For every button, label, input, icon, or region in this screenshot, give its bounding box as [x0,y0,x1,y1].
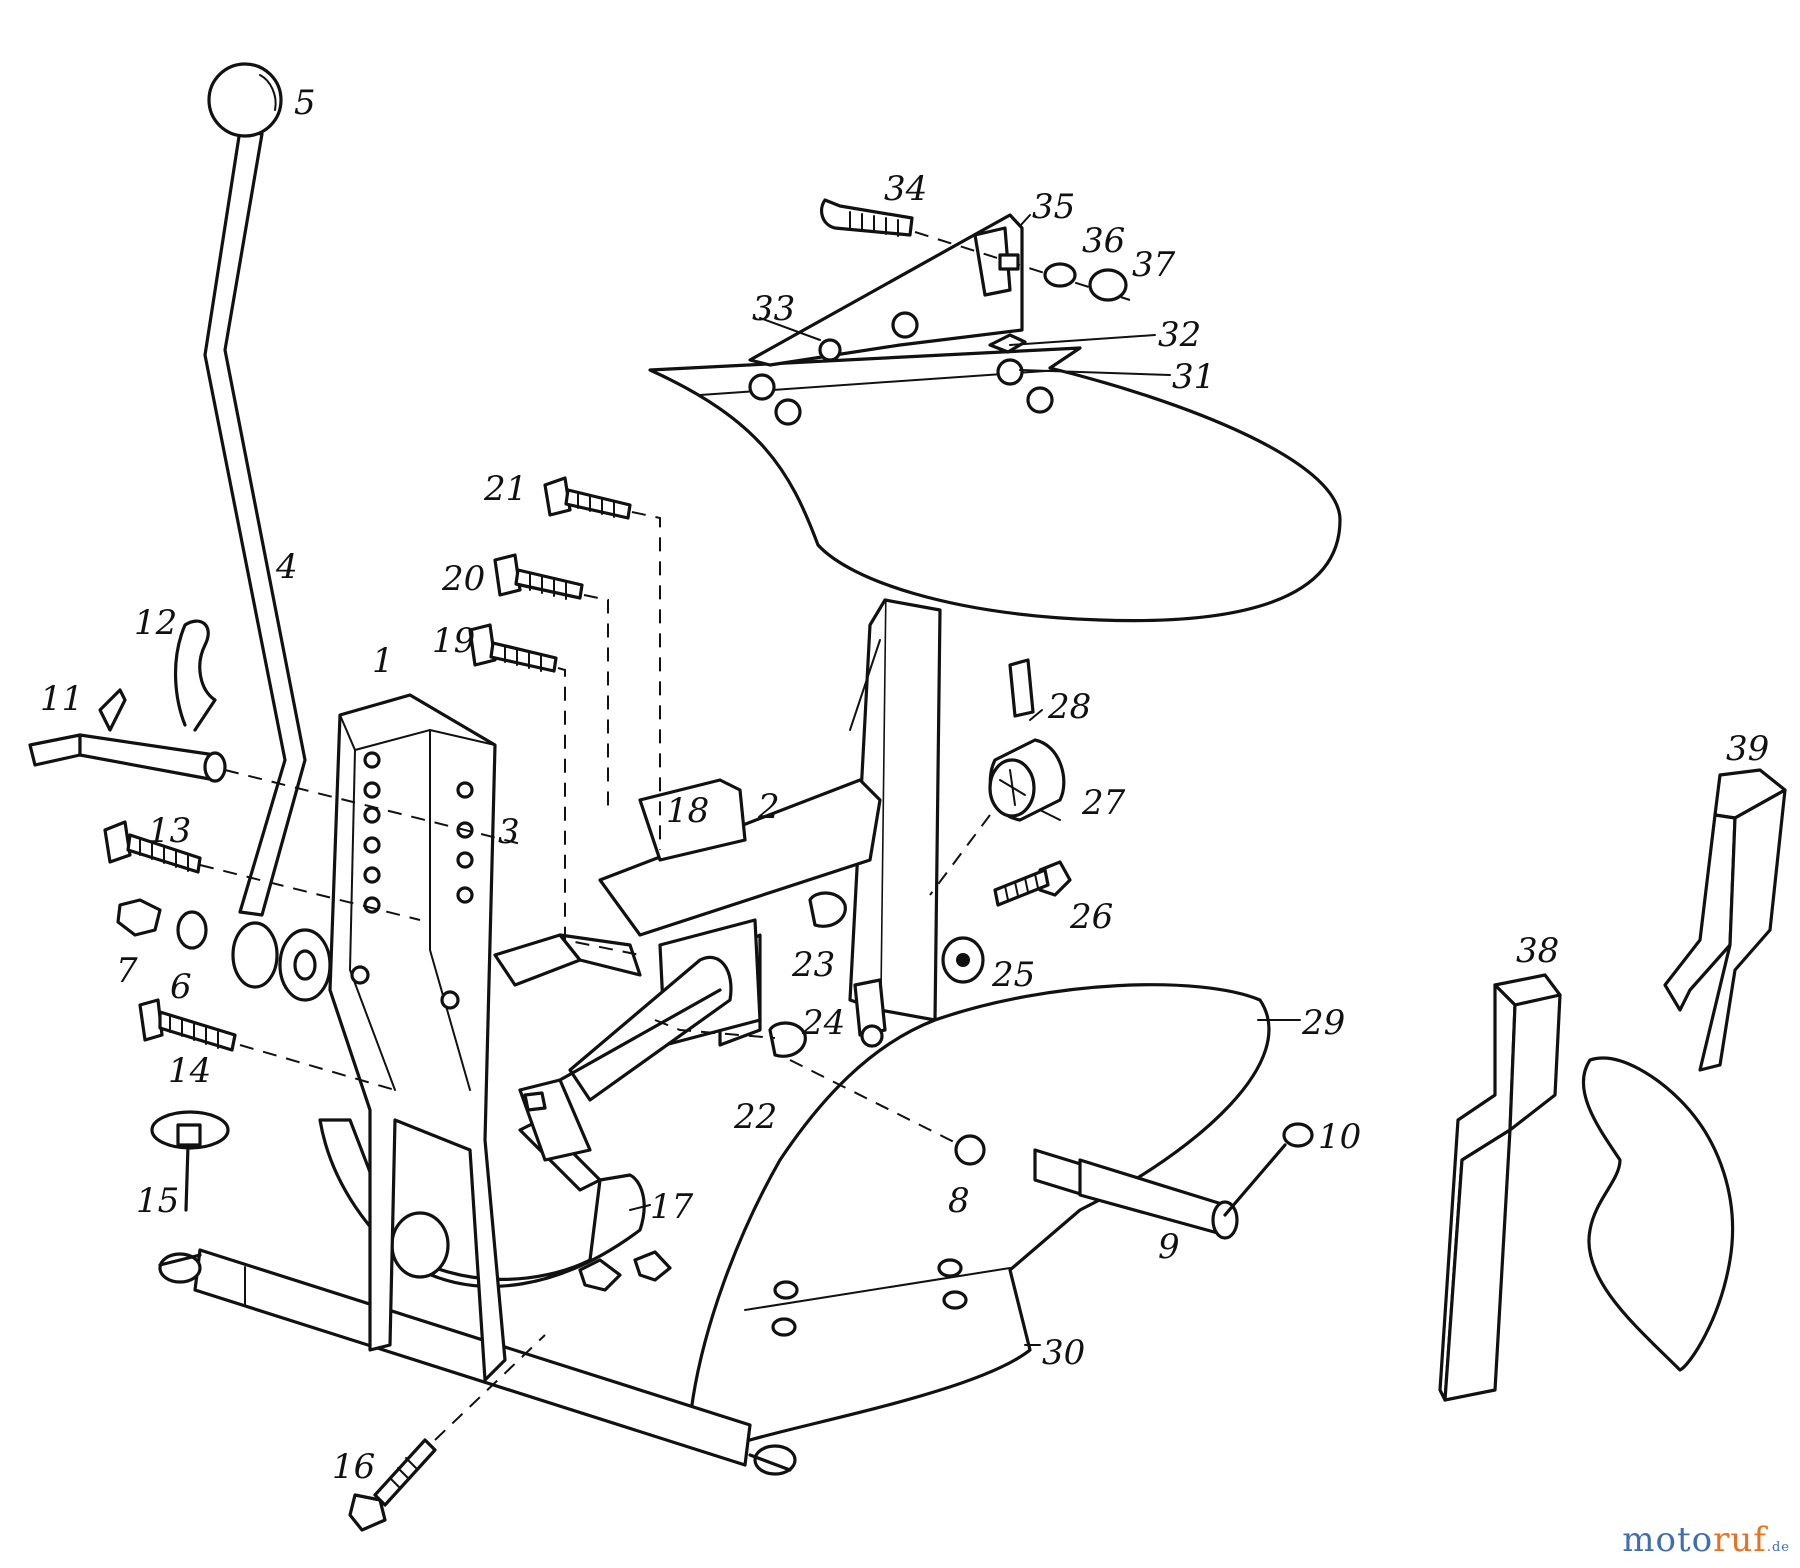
label-part-21: 21 [483,469,527,509]
label-part-34: 34 [884,169,927,209]
label-part-7: 7 [116,951,138,991]
label-part-31: 31 [1172,357,1215,397]
label-part-11: 11 [40,679,83,719]
label-part-19: 19 [432,621,475,661]
label-part-6: 6 [170,967,192,1007]
label-part-20: 20 [441,559,485,599]
label-part-37: 37 [1132,245,1176,285]
label-part-4: 4 [275,547,298,587]
collar-parts [929,658,1072,984]
label-part-36: 36 [1082,221,1125,261]
label-part-16: 16 [332,1447,375,1487]
label-part-2: 2 [757,787,780,827]
cross-bar [158,1248,797,1476]
linkage-parts [468,476,887,1162]
label-part-12: 12 [134,603,177,643]
label-part-38: 38 [1516,931,1559,971]
label-part-30: 30 [1042,1333,1085,1373]
label-part-8: 8 [948,1181,970,1221]
label-part-3: 3 [498,812,520,852]
label-part-39: 39 [1726,729,1769,769]
leader-lines [629,214,1301,1346]
ploughshare-detail-38 [1438,973,1562,1402]
label-part-10: 10 [1318,1117,1361,1157]
moldboard-bracket [748,198,1131,367]
label-part-17: 17 [650,1187,694,1227]
upper-moldboard [648,346,1342,623]
label-part-5: 5 [294,83,316,123]
bottom-bolt [348,1334,546,1532]
label-part-22: 22 [733,1097,777,1137]
slotted-upright [328,693,507,1382]
t-handle [150,1110,230,1212]
label-part-25: 25 [991,955,1035,995]
label-part-24: 24 [801,1003,845,1043]
label-part-13: 13 [148,811,191,851]
side-bolts [103,820,421,1091]
hand-lever [203,62,307,917]
label-part-14: 14 [168,1051,211,1091]
label-part-26: 26 [1069,897,1113,937]
watermark-suffix: .de [1766,1540,1790,1555]
label-part-9: 9 [1158,1227,1180,1267]
label-part-18: 18 [666,791,709,831]
label-part-32: 32 [1158,315,1201,355]
frame-leg [598,598,942,1047]
shaft-pin [789,1059,1314,1240]
label-part-1: 1 [372,641,394,681]
label-part-27: 27 [1081,783,1126,823]
label-part-35: 35 [1032,187,1075,227]
label-part-33: 33 [752,289,795,329]
serrated-disk [231,921,332,1002]
watermark-ruf: ruf [1713,1520,1767,1560]
ploughshare-detail-39 [1581,768,1787,1372]
watermark-logo: motoruf.de [1622,1520,1790,1560]
watermark-moto: moto [1622,1520,1714,1560]
label-part-29: 29 [1301,1003,1345,1043]
lower-moldboard [688,983,1271,1442]
label-part-15: 15 [136,1181,179,1221]
part-labels: 1 2 3 4 5 6 7 8 9 10 11 12 13 14 15 16 1… [40,83,1769,1487]
label-part-28: 28 [1047,687,1091,727]
label-part-23: 23 [791,945,835,985]
pin-clip [28,619,526,846]
